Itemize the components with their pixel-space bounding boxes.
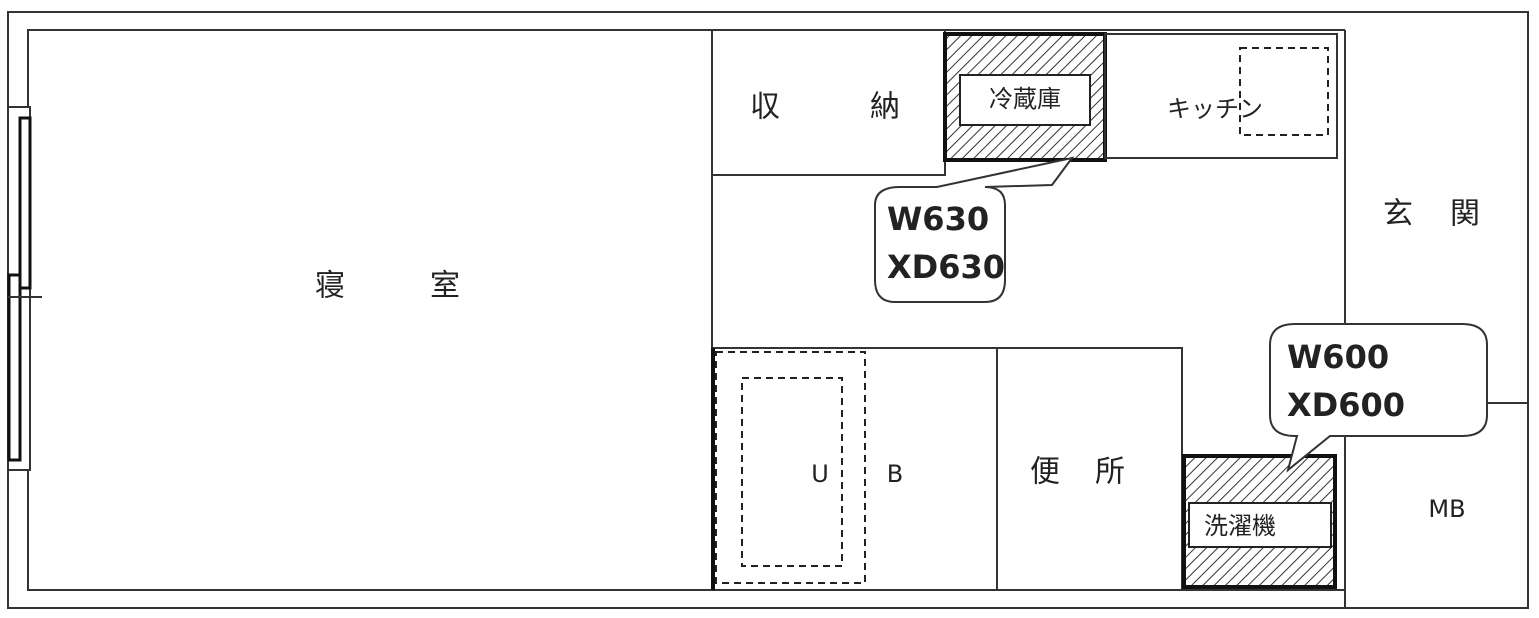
entrance-label-1: 玄 xyxy=(1383,197,1413,232)
bedroom-label-2: 室 xyxy=(430,269,460,304)
storage-label-1: 収 xyxy=(750,90,780,125)
bath-outline xyxy=(715,351,866,584)
toilet xyxy=(996,347,1183,591)
washer-label: 洗濯機 xyxy=(1204,512,1276,540)
fridge-width: W630 xyxy=(887,200,989,238)
mb-label: MB xyxy=(1428,495,1465,523)
ub-label-1: U xyxy=(811,460,829,488)
inner-wall-bottom xyxy=(27,470,1345,591)
ub-label-2: B xyxy=(887,460,903,488)
window xyxy=(7,106,42,471)
storage-room xyxy=(711,29,946,176)
fridge-size-callout: W630 XD630 xyxy=(874,156,1075,303)
fridge-space: 冷蔵庫 xyxy=(943,32,1107,162)
entrance-label-2: 関 xyxy=(1450,197,1480,232)
washer-depth: XD600 xyxy=(1287,386,1405,424)
toilet-label-2: 所 xyxy=(1095,455,1125,490)
storage-label-2: 納 xyxy=(870,90,900,125)
fridge-label: 冷蔵庫 xyxy=(989,85,1061,113)
inner-wall-top xyxy=(27,29,1345,107)
washer-size-callout: W600 XD600 xyxy=(1269,323,1488,473)
kitchen-label: キッチン xyxy=(1167,95,1263,123)
kitchen xyxy=(1104,33,1338,159)
unit-bath xyxy=(711,347,998,591)
washer-space: 洗濯機 xyxy=(1182,454,1337,589)
toilet-label-1: 便 xyxy=(1030,455,1060,490)
tub-outline xyxy=(741,377,843,567)
bedroom-label-1: 寝 xyxy=(315,269,345,304)
sink-outline xyxy=(1239,47,1329,136)
fridge-depth: XD630 xyxy=(887,248,1005,286)
washer-width: W600 xyxy=(1287,338,1389,376)
